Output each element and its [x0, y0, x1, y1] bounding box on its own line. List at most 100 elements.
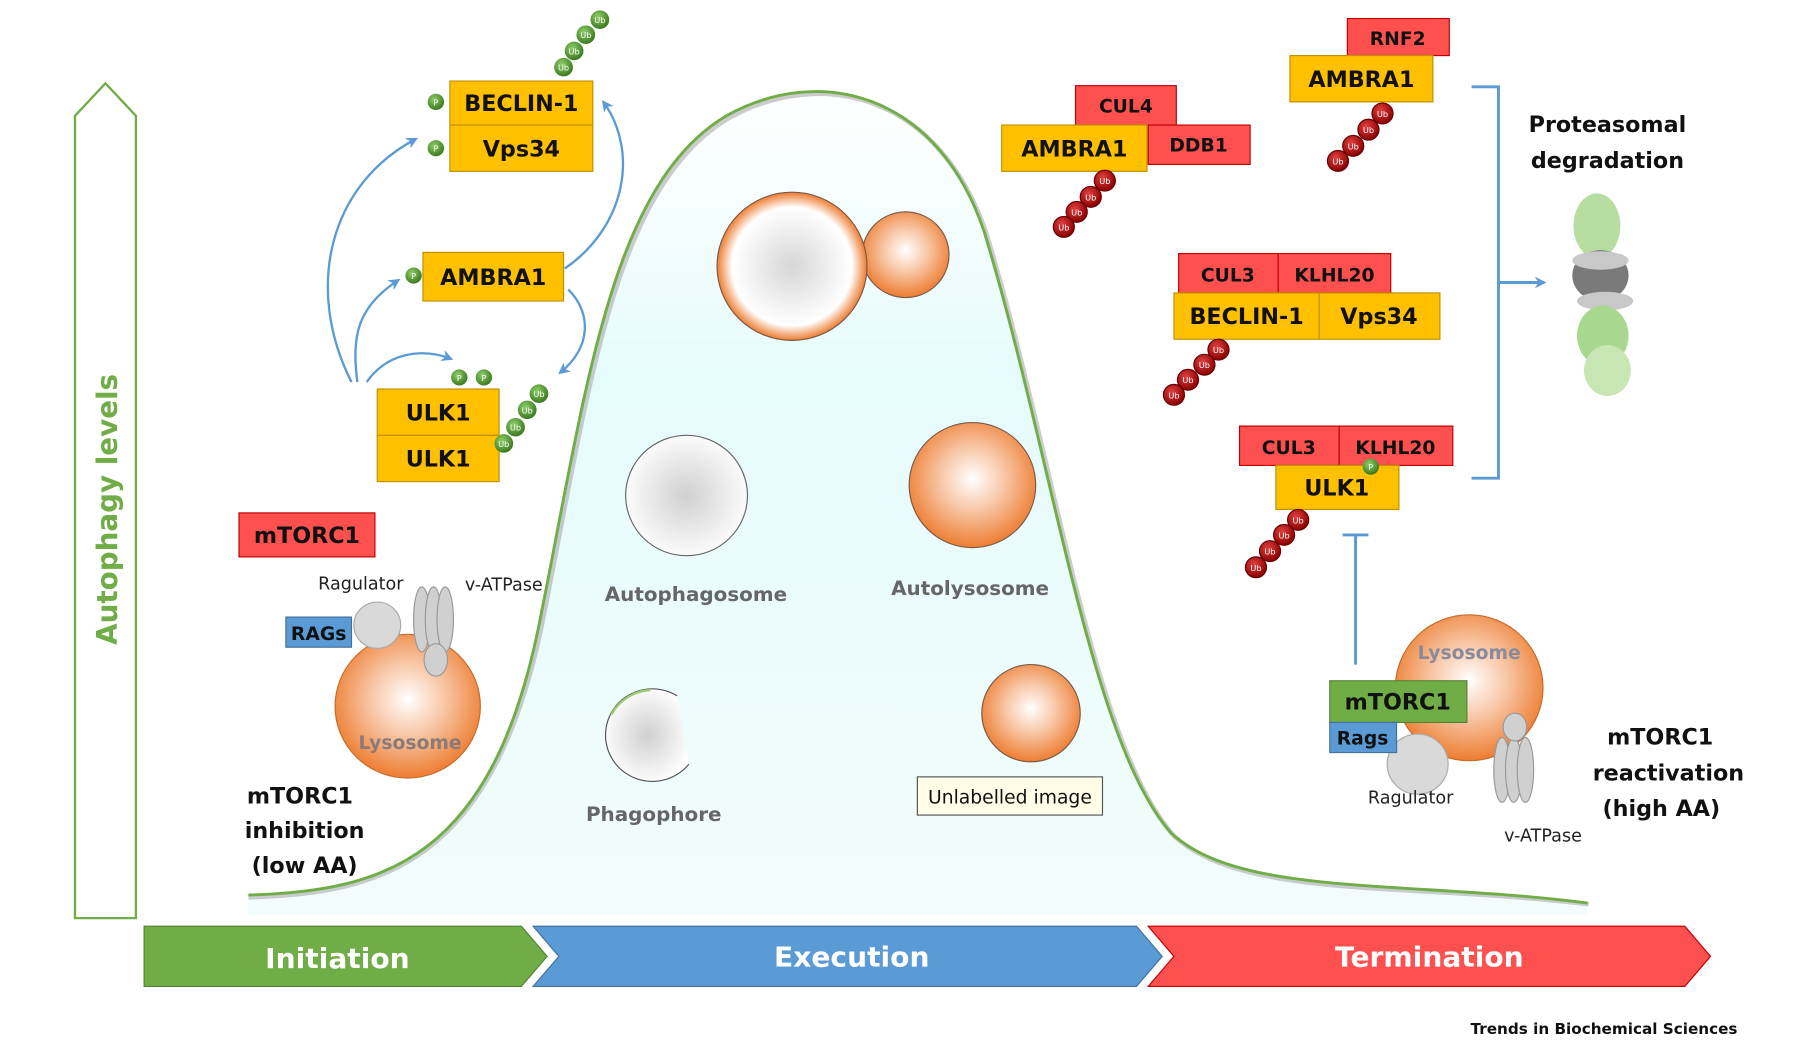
phase-execution: Execution — [531, 925, 1164, 988]
ubiquitin-label: Ub — [522, 405, 533, 415]
v-atpase-label: v-ATPase — [1504, 827, 1582, 847]
ubiquitin-label: Ub — [1264, 547, 1275, 557]
vps34-label: Vps34 — [483, 136, 560, 162]
ubiquitin-label: Ub — [1099, 176, 1110, 186]
ambra1-label: AMBRA1 — [1021, 136, 1127, 162]
ubiquitin-label: Ub — [1213, 345, 1224, 355]
condition-line: mTORC1 — [247, 784, 353, 810]
mtorc1-label: mTORC1 — [1345, 690, 1451, 716]
ubiquitin-icon — [1371, 102, 1394, 125]
mtorc1-inhibition-text: mTORC1 inhibition (low AA) — [245, 784, 365, 879]
ragulator-icon — [353, 601, 402, 649]
phospho-markers: P P P P P — [405, 93, 493, 386]
activation-arrows — [326, 99, 625, 383]
ubiquitin-label: Ub — [1250, 563, 1261, 573]
ubiquitin-label: Ub — [580, 30, 591, 40]
ulk1-dimer: ULK1 ULK1 — [376, 388, 500, 483]
phagophore: Phagophore — [586, 688, 722, 826]
autophagosome: Autophagosome — [605, 434, 787, 606]
autophagy-level-arrow: Autophagy levels — [73, 81, 138, 920]
ubiquitin-icon — [1258, 540, 1282, 563]
ubiquitin-label: Ub — [558, 63, 569, 73]
ubiquitin-icon — [1287, 508, 1310, 531]
ubiquitin-icon — [1162, 383, 1186, 406]
phospho-icon: P — [481, 373, 486, 383]
v-atpase-label: v-ATPase — [465, 576, 543, 596]
ulk1-label: ULK1 — [406, 400, 471, 426]
rnf2-ambra1-complex: RNF2 AMBRA1 — [1289, 17, 1450, 103]
condition-line: mTORC1 — [1607, 725, 1713, 751]
ulk1-label: ULK1 — [1304, 476, 1369, 502]
mtorc1-label: mTORC1 — [254, 523, 360, 549]
ubiquitin-icon — [590, 10, 610, 29]
cul3-klhl20-beclin-complex: CUL3 KLHL20 BECLIN-1 Vps34 — [1173, 252, 1441, 340]
phase-initiation-label: Initiation — [265, 942, 410, 975]
phospho-icon: P — [433, 97, 438, 107]
ubiquitin-icon — [1244, 556, 1268, 579]
autolysosome: Autolysosome — [891, 422, 1049, 600]
autophagosome-label: Autophagosome — [605, 583, 787, 606]
beclin-1-label: BECLIN-1 — [464, 91, 578, 117]
v-atpase-icon — [1493, 712, 1535, 803]
ubiquitin-label: Ub — [1199, 360, 1210, 370]
lysosome-initiation: Lysosome RAGs Ragulator v-ATPase — [285, 574, 543, 779]
ubiquitin-icon — [1176, 368, 1200, 391]
ambra1-label: AMBRA1 — [440, 265, 546, 291]
degradation-bracket — [1471, 85, 1547, 480]
phase-termination: Termination — [1146, 925, 1712, 988]
phospho-icon: P — [433, 144, 438, 154]
rnf2-label: RNF2 — [1370, 29, 1426, 50]
ubiquitin-label: Ub — [594, 15, 605, 25]
ubiquitin-label: Ub — [1348, 141, 1359, 151]
ubiquitin-label: Ub — [1058, 222, 1069, 232]
ubiquitin-label: Ub — [498, 439, 509, 449]
condition-line: (high AA) — [1602, 796, 1720, 822]
cul4-label: CUL4 — [1099, 96, 1153, 117]
ubiquitin-label: Ub — [1332, 156, 1343, 166]
ragulator-label: Ragulator — [318, 574, 404, 594]
cul4-ddb1-ambra1-complex: CUL4 DDB1 AMBRA1 — [1001, 85, 1251, 172]
beclin-vps34-complex: BECLIN-1 Vps34 — [449, 80, 594, 172]
proteasome-icon — [1572, 193, 1634, 396]
proteasome-line: degradation — [1531, 148, 1684, 174]
ubiquitin-icon — [1093, 169, 1116, 192]
ambra1-box: AMBRA1 — [422, 251, 565, 302]
ubiquitin-label: Ub — [510, 423, 521, 433]
execution-panel: Autophagosome Autolysosome Phagophore Un… — [586, 191, 1104, 826]
condition-line: (low AA) — [252, 853, 358, 879]
rags-label: Rags — [1337, 729, 1389, 750]
inhibition-line — [1342, 533, 1369, 665]
vps34-label: Vps34 — [1340, 304, 1417, 330]
ragulator-icon — [1386, 733, 1449, 795]
ubiquitin-icon — [1357, 118, 1380, 141]
condition-line: reactivation — [1593, 760, 1744, 786]
journal-credit: Trends in Biochemical Sciences — [1471, 1020, 1738, 1038]
phase-bar: Initiation Execution Termination — [143, 925, 1712, 988]
autolysosome-label: Autolysosome — [891, 577, 1049, 600]
ubiquitin-label: Ub — [1071, 207, 1082, 217]
ubiquitin-label: Ub — [1168, 390, 1179, 400]
klhl20-label: KLHL20 — [1355, 438, 1435, 459]
cul3-label: CUL3 — [1262, 438, 1316, 459]
tooltip-text: Unlabelled image — [928, 788, 1092, 809]
rags-label: RAGs — [291, 624, 346, 645]
ubiquitin-label: Ub — [1182, 375, 1193, 385]
ubiquitin-icon — [1326, 149, 1350, 172]
phospho-icon: P — [411, 271, 416, 281]
lysosome-termination: Lysosome mTORC1 Rags Ragulator v-ATPase — [1329, 614, 1582, 847]
cul3-klhl20-ulk1-complex: CUL3 KLHL20 ULK1 P — [1238, 425, 1454, 511]
beclin-1-label: BECLIN-1 — [1189, 304, 1303, 330]
phase-execution-label: Execution — [774, 941, 929, 974]
ubiquitin-icon — [517, 400, 537, 420]
phagophore-label: Phagophore — [586, 803, 722, 826]
cul3-label: CUL3 — [1201, 265, 1255, 286]
ubiquitin-label: Ub — [568, 46, 579, 56]
fusion-icon — [716, 191, 950, 341]
ubiquitin-icon — [1065, 200, 1088, 223]
